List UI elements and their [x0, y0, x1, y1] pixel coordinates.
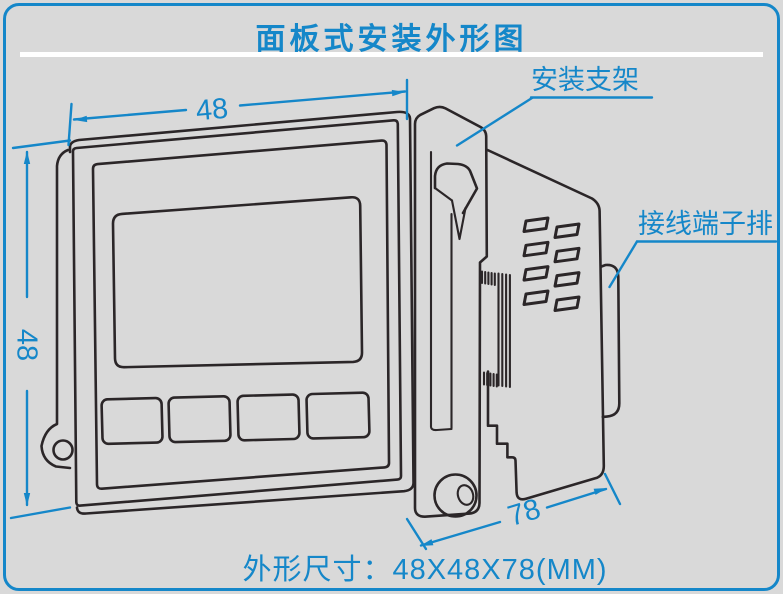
- bezel-outer-edge: [68, 110, 415, 515]
- dim-width-value: 48: [195, 93, 230, 128]
- vent-slot: [522, 216, 550, 233]
- dim-height-value: 48: [11, 329, 43, 361]
- left-clip-roller: [52, 439, 74, 461]
- vent-slot: [522, 265, 550, 282]
- instrument-line-art: [40, 105, 621, 518]
- vent-slot: [522, 240, 550, 258]
- terminal-label: 接线端子排: [638, 209, 773, 239]
- panel-button: [305, 391, 371, 440]
- terminal-leader-line: [608, 240, 778, 289]
- left-side-clip: [40, 148, 74, 470]
- dim-height: 48: [9, 139, 72, 520]
- dim-depth-value: 78: [504, 493, 544, 533]
- front-face: [71, 118, 403, 507]
- vent-slot: [522, 289, 550, 306]
- panel-button: [100, 396, 164, 446]
- bracket-leader-line: [455, 96, 654, 147]
- front-buttons: [100, 391, 371, 446]
- terminal-strip: [600, 263, 621, 419]
- mounting-bracket: [413, 105, 489, 518]
- vent-slots: [522, 216, 581, 312]
- bracket-clip-hook: [433, 162, 479, 241]
- display-window: [111, 195, 364, 369]
- dimension-annotations: 48 48 78: [9, 78, 778, 551]
- panel-button: [236, 393, 301, 442]
- vent-slot: [553, 271, 581, 288]
- bracket-label: 安装支架: [531, 65, 639, 95]
- bezel-inner-frame: [91, 139, 391, 491]
- vent-slot: [553, 295, 581, 312]
- connector-fins: [480, 270, 511, 389]
- overall-size-text: 外形尺寸：48X48X78(MM): [242, 554, 608, 586]
- panel-button: [167, 395, 232, 444]
- dim-width: 48: [67, 78, 409, 147]
- page-title: 面板式安装外形图: [255, 23, 528, 56]
- vent-slot: [553, 246, 581, 264]
- title-divider-line: [20, 52, 763, 57]
- dim-depth: 78: [405, 472, 622, 551]
- vent-slot: [553, 222, 581, 239]
- rear-housing: [486, 148, 606, 501]
- bracket-screw: [433, 473, 478, 518]
